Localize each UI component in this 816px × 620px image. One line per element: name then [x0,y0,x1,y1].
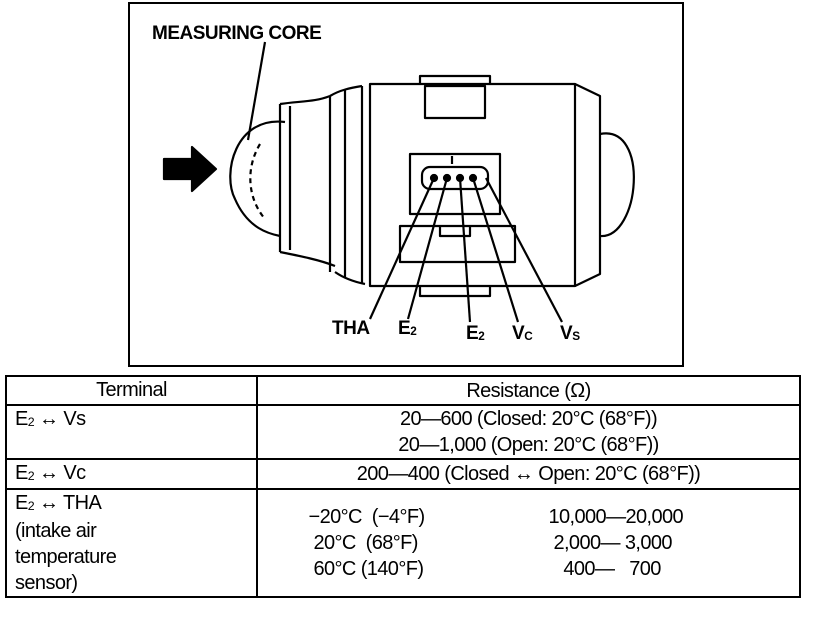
terminal-note: sensor) [15,572,78,594]
leader-vc [471,177,520,323]
temperature-value: 60°C (140°F) [308,558,424,580]
terminal-cell: E2 ↔ THA (intake air temperature sensor) [5,488,258,598]
table-header-row: Terminal Resistance (Ω) [5,375,801,406]
resistance-value: 10,000—20,000 [548,506,684,528]
header-terminal: Terminal [5,375,258,406]
resistance-spec-table: Terminal Resistance (Ω) E2 ↔ Vs 20—600 (… [5,375,801,598]
resistance-line: 200—400 (Closed ↔ Open: 20°C (68°F)) [356,463,701,485]
table-row: E2 ↔ THA (intake air temperature sensor)… [5,488,801,598]
leader-e2-b [458,177,472,323]
air-flow-meter-illustration: MEASURING CORE THA E2 E2 VC VS [128,2,684,367]
flow-arrow-icon [162,145,218,193]
resistance-line: 20—600 (Closed: 20°C (68°F)) [399,408,658,430]
resistance-value: 400— 700 [548,558,661,580]
header-resistance: Resistance (Ω) [256,375,801,406]
pin-label-tha: THA [332,318,370,339]
terminal-note: temperature [15,546,117,568]
terminal-note: (intake air [15,520,97,542]
terminal-cell: E2 ↔ Vc [5,458,258,490]
leader-vs [485,177,563,323]
terminal-cell: E2 ↔ Vs [5,404,258,460]
temperature-value: −20°C (−4°F) [308,506,426,528]
resistance-cell: 20—600 (Closed: 20°C (68°F)) 20—1,000 (O… [256,404,801,460]
terminal-pair: E2 ↔ THA [15,492,102,514]
leader-measuring-core [246,41,267,141]
leader-e2-a [406,177,449,320]
terminal-pair: E2 ↔ Vs [15,408,86,430]
pin-label-vc: VC [512,323,533,344]
pin-label-e2-b: E2 [466,323,485,344]
table-row: E2 ↔ Vs 20—600 (Closed: 20°C (68°F)) 20—… [5,404,801,460]
table-row: E2 ↔ Vc 200—400 (Closed ↔ Open: 20°C (68… [5,458,801,490]
left-dome [229,120,286,238]
resistance-cell: 200—400 (Closed ↔ Open: 20°C (68°F)) [256,458,801,490]
terminal-pair: E2 ↔ Vc [15,462,86,484]
air-flow-meter-drawing [162,41,635,323]
resistance-cell: −20°C (−4°F) 10,000—20,000 20°C (68°F) 2… [256,488,801,598]
measuring-core-label: MEASURING CORE [152,23,322,44]
resistance-value: 2,000— 3,000 [548,532,672,554]
pin-label-vs: VS [560,323,580,344]
temperature-value: 20°C (68°F) [308,532,418,554]
pin-label-e2-a: E2 [398,318,417,339]
leader-tha [368,177,436,320]
temperature-resistance-grid: −20°C (−4°F) 10,000—20,000 20°C (68°F) 2… [266,504,791,582]
resistance-line: 20—1,000 (Open: 20°C (68°F)) [398,434,659,456]
